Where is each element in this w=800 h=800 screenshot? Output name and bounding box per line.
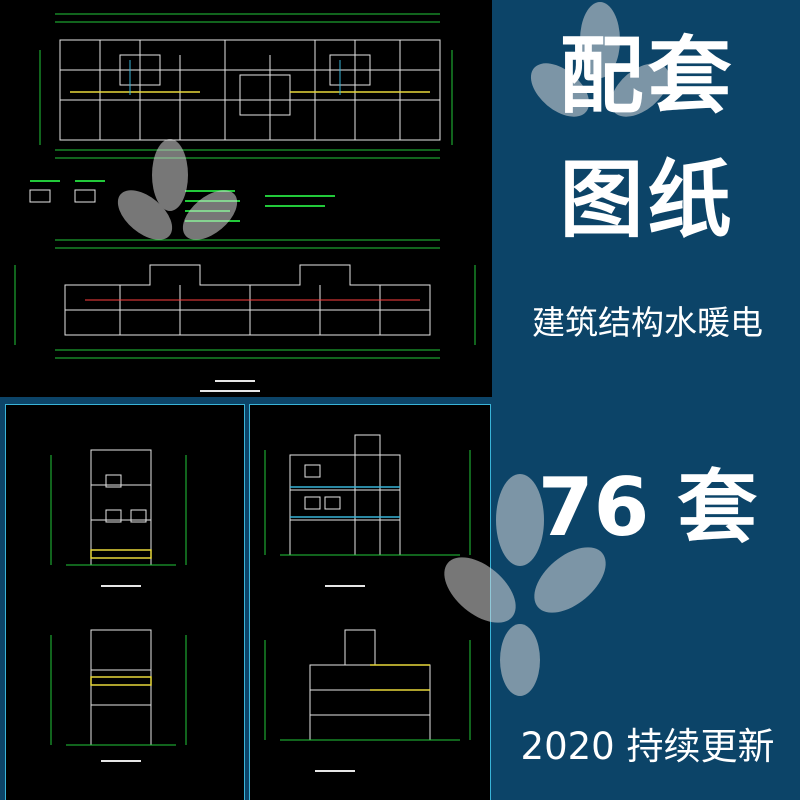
set-count: 76 套 (537, 461, 758, 554)
title-line-2: 图纸 (559, 151, 736, 249)
cad-floor-plans (0, 0, 492, 397)
floor-plan-2 (14, 239, 476, 359)
title-line-1: 配套 (559, 27, 736, 125)
floor-plan-2-walls (64, 264, 431, 336)
elevation-drawing-right (264, 434, 471, 772)
floor-plan-1 (39, 13, 453, 159)
drawing-notes (29, 180, 335, 222)
update-note: 2020 持续更新 (520, 725, 775, 768)
floor-plan-drawing (14, 13, 476, 392)
elevation-drawing-left (50, 449, 187, 762)
floor-plan-1-walls (59, 39, 441, 141)
subtitle: 建筑结构水暖电 (532, 303, 763, 342)
cad-elevation-panel-right (249, 404, 491, 800)
cad-elevation-panel-left (5, 404, 245, 800)
